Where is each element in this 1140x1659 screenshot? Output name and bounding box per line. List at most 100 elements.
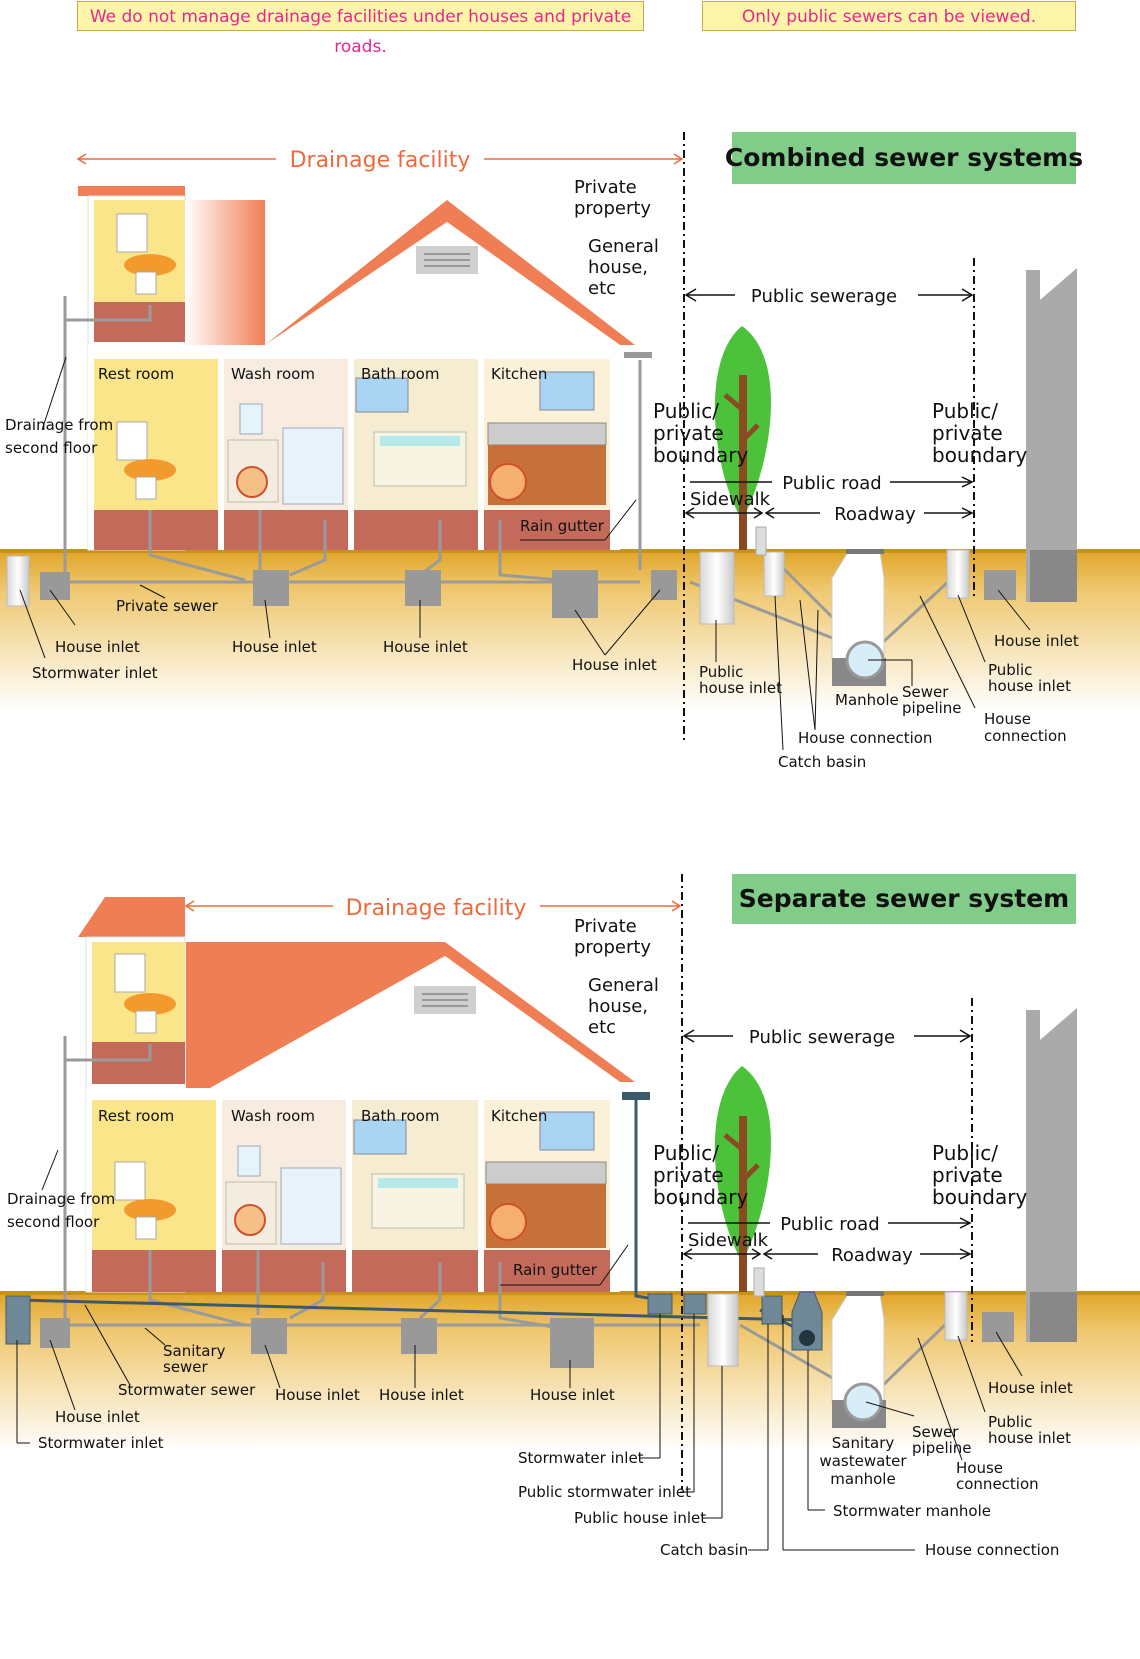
combined-title: Combined sewer systems xyxy=(725,143,1083,172)
stormwater-manhole xyxy=(791,1291,823,1351)
sidewalk-label: Sidewalk xyxy=(690,489,771,510)
neighbor-building xyxy=(1026,268,1077,602)
public-house-inlet xyxy=(946,549,970,599)
catch-basin-label: Catch basin xyxy=(660,1541,748,1559)
house-inlet xyxy=(982,1312,1014,1342)
sidewalk-label: Sidewalk xyxy=(688,1230,769,1251)
house-inlet xyxy=(550,1318,594,1368)
house-inlet-label: House inlet xyxy=(232,638,317,656)
combined-title-band xyxy=(732,132,1076,184)
toilet-icon xyxy=(116,421,176,500)
house-inlet-label: House inlet xyxy=(383,638,468,656)
sewer-pipeline xyxy=(843,1382,883,1422)
neighbor-building xyxy=(1026,1008,1077,1342)
stormwater-manhole-label: Stormwater manhole xyxy=(833,1502,991,1520)
house-connection-label: House connection xyxy=(925,1541,1059,1559)
kitchen-label: Kitchen xyxy=(491,1107,547,1125)
note-public-only: Only public sewers can be viewed. xyxy=(702,1,1076,31)
toilet-icon xyxy=(114,953,176,1034)
kitchen-sink-icon xyxy=(485,1111,607,1248)
house-inlet xyxy=(401,1318,437,1354)
public-stormwater-inlet-label: Public stormwater inlet xyxy=(518,1483,691,1501)
washing-machine-icon xyxy=(225,1145,342,1245)
rest-room-label: Rest room xyxy=(98,365,174,383)
combined-panel: Combined sewer systems Drainage facility xyxy=(0,132,1140,771)
rest-room-label: Rest room xyxy=(98,1107,174,1125)
rain-gutter-label: Rain gutter xyxy=(513,1261,598,1279)
house-inlet-label: House inlet xyxy=(275,1386,360,1404)
washing-machine-icon xyxy=(227,403,344,505)
catch-basin xyxy=(761,1295,783,1325)
sanitary-sewer-pipe xyxy=(63,1036,952,1390)
stormwater-inlet-label: Stormwater inlet xyxy=(32,664,158,682)
house-roof xyxy=(210,942,635,1088)
public-road-label: Public road xyxy=(780,1214,879,1235)
kitchen-sink-icon xyxy=(487,371,607,505)
house-inlet xyxy=(40,572,70,600)
public-house-inlet xyxy=(707,1293,739,1367)
tree-icon xyxy=(714,326,771,550)
roadway-label: Roadway xyxy=(831,1245,913,1266)
private-sewer-label: Private sewer xyxy=(116,597,219,615)
catch-basin-label: Catch basin xyxy=(778,753,866,771)
separate-title: Separate sewer system xyxy=(739,884,1069,913)
public-sewerage-label: Public sewerage xyxy=(749,1027,895,1048)
bath-room-label: Bath room xyxy=(361,365,439,383)
public-sewerage-label: Public sewerage xyxy=(751,286,897,307)
house-inlet xyxy=(251,1318,287,1354)
note-private-drainage: We do not manage drainage facilities und… xyxy=(77,1,644,57)
public-house-inlet-label: Public house inlet xyxy=(574,1509,706,1527)
house-connection-label: House connection xyxy=(798,729,932,747)
stormwater-sewer-label: Stormwater sewer xyxy=(118,1381,256,1399)
catch-basin xyxy=(763,551,785,597)
wash-room-label: Wash room xyxy=(231,1107,315,1125)
house-inlet xyxy=(253,570,289,606)
toilet-icon xyxy=(116,213,176,295)
stormwater-inlet xyxy=(647,1293,673,1315)
house-inlet-label: House inlet xyxy=(572,656,657,674)
public-stormwater-inlet xyxy=(683,1293,707,1315)
house-inlet xyxy=(40,1318,70,1348)
stormwater-inlet-label: Stormwater inlet xyxy=(38,1434,164,1452)
house-inlet-label: House inlet xyxy=(530,1386,615,1404)
separate-panel: Separate sewer system Drainage facility xyxy=(0,874,1140,1559)
house-inlet xyxy=(405,570,441,606)
drainage-facility-label: Drainage facility xyxy=(346,896,527,921)
drainage-facility-label: Drainage facility xyxy=(290,148,471,173)
public-house-inlet xyxy=(944,1291,968,1341)
separate-title-band xyxy=(732,874,1076,924)
house-inlet-label: House inlet xyxy=(988,1379,1073,1397)
manhole xyxy=(831,549,886,686)
house-inlet-label: House inlet xyxy=(55,638,140,656)
house-inlet-label: House inlet xyxy=(994,632,1079,650)
sanitary-wastewater-manhole xyxy=(831,1291,886,1428)
kitchen-label: Kitchen xyxy=(491,365,547,383)
bathtub-icon xyxy=(355,377,467,487)
bathtub-icon xyxy=(353,1119,465,1229)
public-house-inlet xyxy=(699,551,735,625)
wash-room-label: Wash room xyxy=(231,365,315,383)
stormwater-inlet xyxy=(6,555,30,607)
bath-room-label: Bath room xyxy=(361,1107,439,1125)
house-inlet xyxy=(984,570,1016,600)
rain-gutter-label: Rain gutter xyxy=(520,517,605,535)
toilet-icon xyxy=(114,1161,176,1240)
tree-icon xyxy=(714,1066,771,1292)
